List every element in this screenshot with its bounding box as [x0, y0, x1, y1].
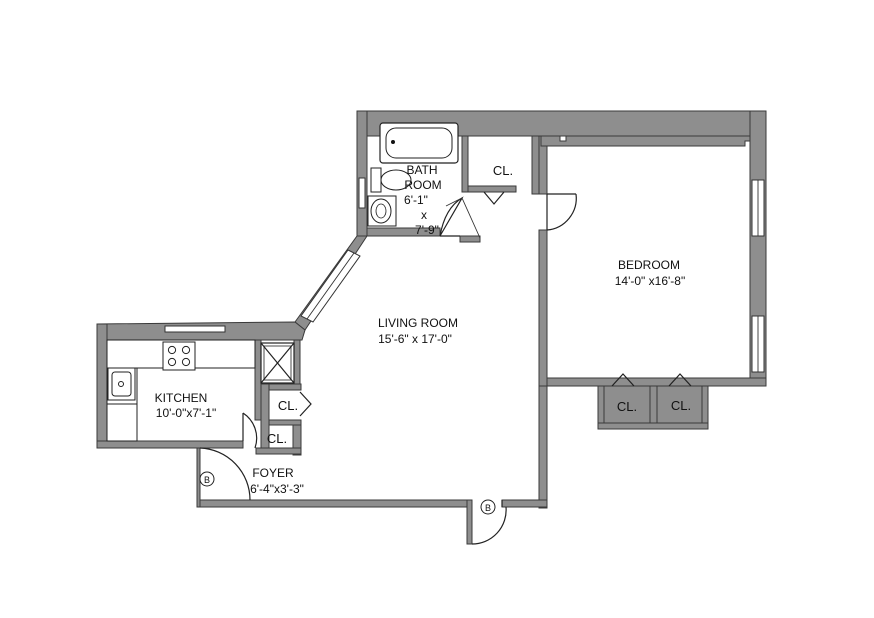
wall-bedroom-bottom	[538, 377, 767, 387]
wall-entry-jamb	[466, 499, 473, 545]
wall-bath-door-stub	[459, 235, 481, 243]
door-kitchen	[242, 412, 258, 449]
bath-dim-1: 6'-1"	[404, 193, 428, 207]
bath-dim-2: x	[421, 208, 427, 222]
marker-kitchen-b-text: B	[204, 475, 210, 485]
bedroom-closet-right-label: CL.	[671, 398, 691, 413]
bedroom-name: BEDROOM	[618, 258, 680, 272]
wall-bottom-right	[501, 499, 548, 508]
foyer-name: FOYER	[252, 466, 294, 480]
foyer-closet-upper-label: CL.	[278, 398, 298, 413]
wall-closet-right	[292, 424, 302, 456]
kitchen-dims: 10'-0"x7'-1"	[156, 406, 216, 420]
marker-kitchen-b	[199, 471, 215, 487]
wall-bcl-bottom	[597, 422, 709, 430]
bath-dim-3: 7'-9"	[415, 223, 439, 237]
wall-bottom-left	[196, 499, 470, 508]
toilet-bowl	[380, 169, 412, 191]
wall-kitchen-left	[96, 323, 108, 449]
door-bath-closet	[483, 191, 505, 205]
door-foyer-closet-upper	[299, 391, 312, 417]
marker-entry-b-text: B	[485, 503, 491, 513]
wall-shaft-right	[293, 339, 301, 387]
window-kitchen	[164, 325, 226, 333]
living-dims: 15'-6" x 17'-0"	[378, 332, 452, 346]
door-bcl-left	[611, 373, 635, 387]
living-name: LIVING ROOM	[378, 316, 458, 330]
bath-closet-label: CL.	[493, 163, 513, 178]
wall-foyer-left	[196, 447, 201, 508]
kitchen-name: KITCHEN	[155, 391, 208, 405]
bathtub-drain	[391, 140, 395, 144]
bedroom-dims: 14'-0" x16'-8"	[615, 274, 685, 288]
marker-entry-b	[480, 499, 496, 515]
wall-bedroom-left	[538, 229, 548, 387]
wall-bath-right	[461, 135, 469, 193]
door-foyer	[199, 447, 251, 501]
wall-bedroom-cornice	[540, 135, 751, 147]
wall-kitchen-right	[254, 339, 262, 421]
wall-kitchen-bottom	[96, 440, 244, 449]
bath-name-1: BATH	[406, 163, 437, 177]
bathtub-basin	[385, 127, 453, 159]
stove	[162, 341, 196, 371]
wall-bath-left	[356, 110, 368, 237]
bath-name-2: ROOM	[404, 178, 441, 192]
door-bedroom	[546, 193, 577, 231]
bedroom-closet-left-label: CL.	[617, 399, 637, 414]
wall-closet-bottom	[255, 447, 302, 455]
wall-living-right	[538, 385, 548, 509]
door-entry	[471, 506, 507, 545]
foyer-closet-lower-label: CL.	[267, 431, 287, 446]
door-bcl-right	[668, 373, 692, 387]
foyer-dims: 6'-4"x3'-3"	[250, 482, 304, 496]
kitchen-appliance	[106, 403, 138, 442]
toilet-tank	[370, 167, 382, 193]
wall-bath-closet-bottom	[467, 185, 517, 193]
window-bath	[358, 177, 366, 209]
